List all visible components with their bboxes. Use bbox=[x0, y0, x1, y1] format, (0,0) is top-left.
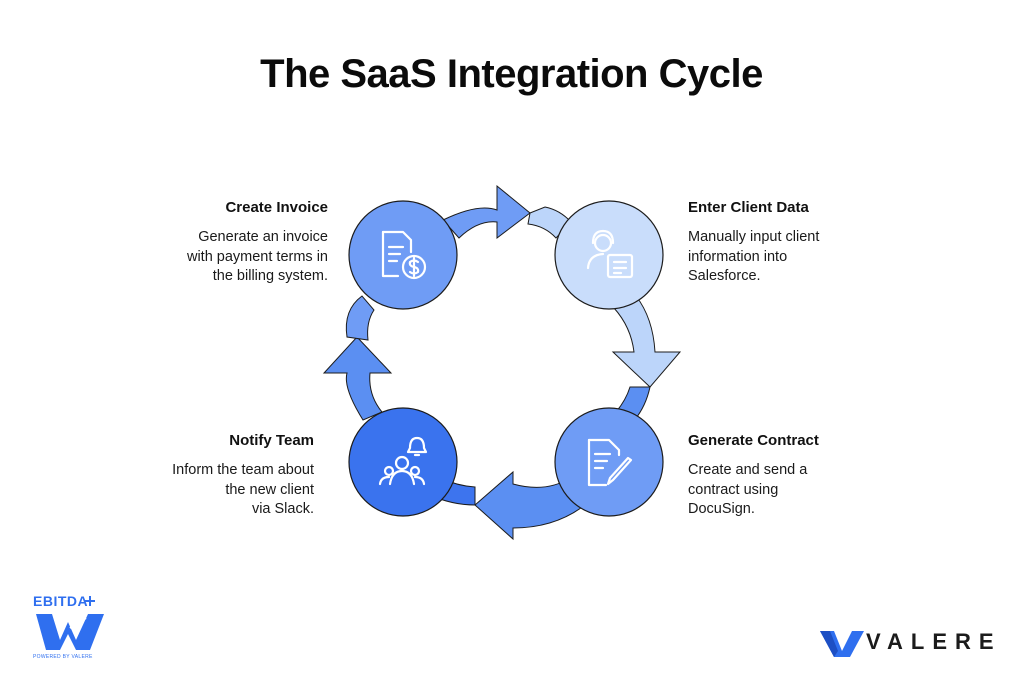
ebitda-mark-icon bbox=[36, 596, 104, 650]
node-create-invoice bbox=[348, 200, 458, 310]
valere-logo: VALERE bbox=[818, 625, 998, 659]
step-description: Inform the team about the new client via… bbox=[172, 462, 314, 517]
step-description: Create and send a contract using DocuSig… bbox=[688, 462, 808, 517]
node-generate-contract bbox=[554, 407, 664, 517]
step-generate-contract: Generate Contract Create and send a cont… bbox=[688, 432, 888, 520]
arrow-right bbox=[611, 295, 682, 388]
step-enter-client-data: Enter Client Data Manually input client … bbox=[688, 199, 888, 287]
step-notify-team: Notify Team Inform the team about the ne… bbox=[114, 432, 314, 520]
arrow-top bbox=[442, 184, 531, 240]
node-notify-team bbox=[348, 407, 458, 517]
arrow-left bbox=[322, 336, 393, 421]
user-form-icon bbox=[586, 229, 634, 279]
step-title: Create Invoice bbox=[225, 199, 328, 216]
invoice-dollar-icon bbox=[381, 230, 427, 280]
page-title: The SaaS Integration Cycle bbox=[260, 52, 763, 96]
ebitda-wordmark: EBITDA bbox=[33, 593, 89, 609]
step-title: Enter Client Data bbox=[688, 199, 809, 216]
step-title: Generate Contract bbox=[688, 432, 819, 449]
ebitda-tagline: POWERED BY VALERE bbox=[33, 654, 93, 660]
arrow-left-tail bbox=[345, 295, 375, 341]
step-description: Generate an invoice with payment terms i… bbox=[186, 229, 328, 284]
step-create-invoice: Create Invoice Generate an invoice with … bbox=[128, 199, 328, 287]
valere-mark-icon bbox=[820, 631, 864, 657]
node-enter-client-data bbox=[554, 200, 664, 310]
ebitda-logo: EBITDA POWERED BY VALERE bbox=[30, 592, 110, 662]
team-bell-icon bbox=[378, 436, 428, 486]
document-pen-icon bbox=[587, 438, 633, 487]
valere-wordmark: VALERE bbox=[866, 629, 1002, 654]
step-description: Manually input client information into S… bbox=[688, 229, 820, 284]
step-title: Notify Team bbox=[229, 432, 314, 449]
